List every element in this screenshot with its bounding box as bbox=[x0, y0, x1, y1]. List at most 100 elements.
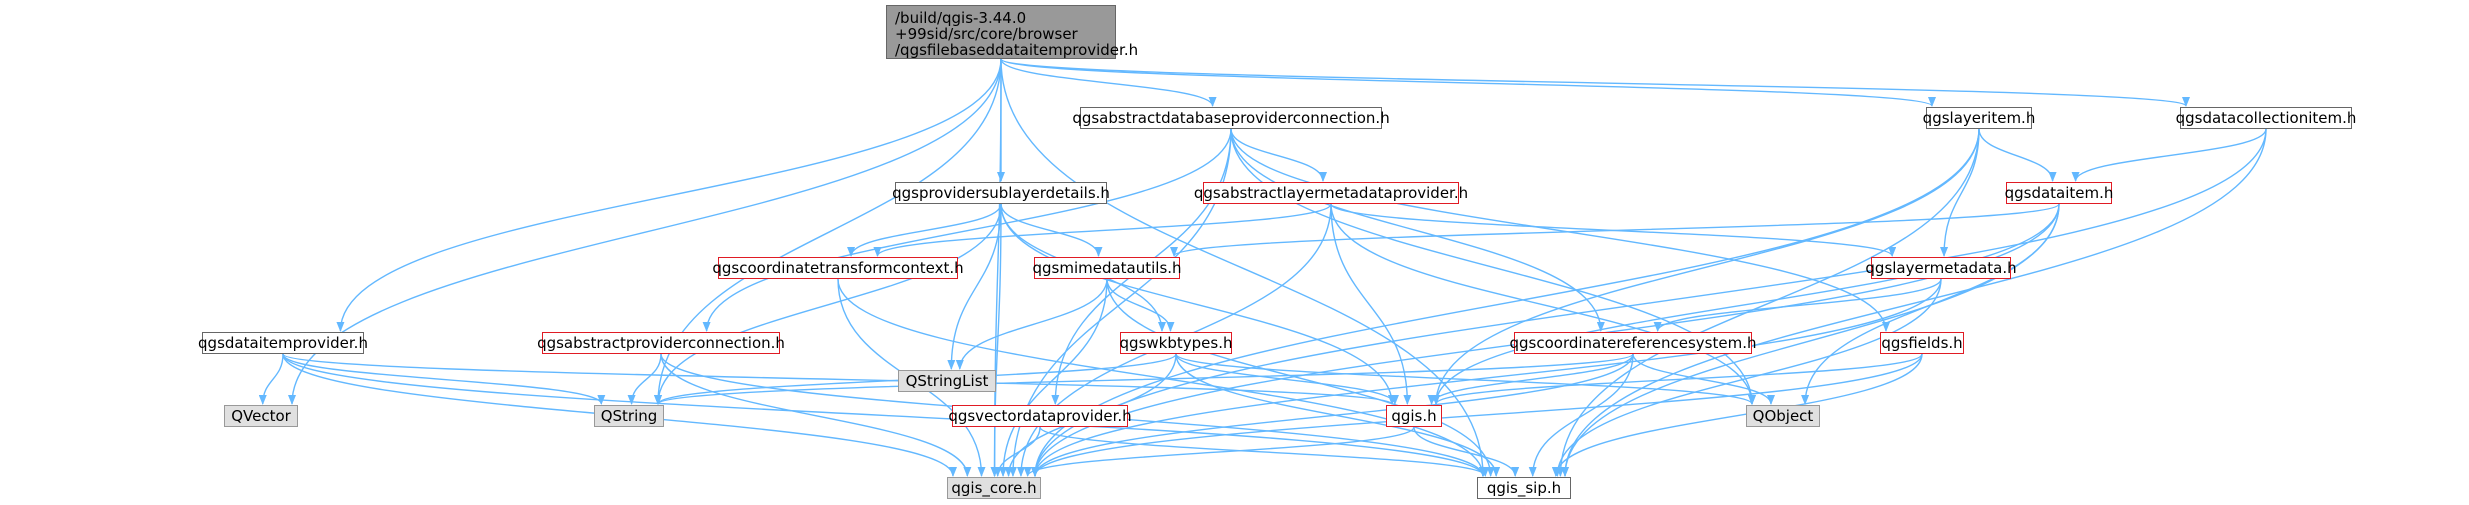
edge-root-to-qgsdatacollectionitem bbox=[1000, 58, 2190, 107]
node-label: qgis_sip.h bbox=[1486, 479, 1562, 497]
edge-qgsmimedatautils-to-qstringlist bbox=[955, 278, 1108, 370]
node-label: qgsabstractlayermetadataprovider.h bbox=[1193, 184, 1469, 202]
edge-qgsdataitem-to-qgsmimedatautils bbox=[1170, 203, 2060, 257]
edge-qgsabstractdatabaseproviderconnection-to-qgsabstractproviderconnection bbox=[702, 128, 1232, 332]
edge-qgsprovidersublayerdetails-to-qgsmimedatautils bbox=[1000, 203, 1103, 257]
node-qobject[interactable]: QObject bbox=[1746, 405, 1820, 427]
edge-qgsdataitem-to-qgis bbox=[1432, 203, 2060, 405]
edge-qgscoordinatereferencesystem-to-qstring bbox=[654, 353, 1634, 405]
node-qgsabstractproviderconnection[interactable]: qgsabstractproviderconnection.h bbox=[537, 332, 785, 354]
node-qgis-core[interactable]: qgis_core.h bbox=[947, 477, 1041, 499]
edge-qgslayeritem-to-qgslayermetadata bbox=[1940, 128, 1980, 257]
node-label: qgscoordinatereferencesystem.h bbox=[1509, 334, 1757, 352]
node-root[interactable]: /build/qgis-3.44.0 +99sid/src/core/brows… bbox=[886, 5, 1138, 59]
edge-qgsabstractdatabaseproviderconnection-to-qgsfields bbox=[1230, 128, 1890, 332]
node-qgsdatacollectionitem[interactable]: qgsdatacollectionitem.h bbox=[2176, 107, 2356, 129]
edge-qgsdataitemprovider-to-qgis_sip bbox=[282, 353, 1487, 477]
edge-qgsprovidersublayerdetails-to-qgis_core bbox=[990, 203, 1002, 477]
node-qgsprovidersublayerdetails[interactable]: qgsprovidersublayerdetails.h bbox=[892, 182, 1110, 204]
node-qgswkbtypes[interactable]: qgswkbtypes.h bbox=[1120, 332, 1232, 354]
edge-qgsabstractlayermetadataprovider-to-qgis bbox=[1330, 203, 1412, 405]
edge-qgslayermetadata-to-qgis_sip bbox=[1553, 278, 1942, 477]
node-label: qgsdatacollectionitem.h bbox=[2175, 109, 2357, 127]
node-label: QString bbox=[600, 407, 658, 425]
node-label: qgsvectordataprovider.h bbox=[948, 407, 1132, 425]
node-qstringlist[interactable]: QStringList bbox=[898, 370, 996, 392]
edge-qgscoordinatereferencesystem-to-qobject bbox=[1632, 353, 1775, 405]
node-qstring[interactable]: QString bbox=[594, 405, 664, 427]
edge-qgsfields-to-qgis_core bbox=[1031, 353, 1923, 477]
node-qgscoordinatetransformcontext[interactable]: qgscoordinatetransformcontext.h bbox=[712, 257, 964, 279]
edge-qgis-to-qgis_core bbox=[1023, 426, 1415, 477]
node-label: qgsmimedatautils.h bbox=[1032, 259, 1182, 277]
edge-qgsdataitem-to-qgis_sip bbox=[1561, 203, 2060, 477]
edge-qgsmimedatautils-to-qgswkbtypes bbox=[1106, 278, 1175, 332]
node-label: qgsprovidersublayerdetails.h bbox=[892, 184, 1110, 202]
node-label: qgsfields.h bbox=[1881, 334, 1963, 352]
edge-qgscoordinatereferencesystem-to-qgis_core bbox=[1031, 353, 1634, 477]
node-qgsabstractdatabaseproviderconnection[interactable]: qgsabstractdatabaseproviderconnection.h bbox=[1072, 107, 1390, 129]
node-qgsdataitemprovider[interactable]: qgsdataitemprovider.h bbox=[198, 332, 368, 354]
node-label: qgscoordinatetransformcontext.h bbox=[712, 259, 964, 277]
edge-qgsdataitemprovider-to-qstring bbox=[282, 353, 606, 405]
edge-qgsprovidersublayerdetails-to-qgscoordinatetransformcontext bbox=[847, 203, 1002, 257]
edge-qgsdataitemprovider-to-qgis bbox=[282, 353, 1396, 405]
edge-qgscoordinatetransformcontext-to-qgis_sip bbox=[837, 278, 1487, 477]
edge-qgsdatacollectionitem-to-qgsdataitem bbox=[2071, 128, 2267, 182]
edge-qgslayeritem-to-qgis bbox=[1432, 128, 1980, 405]
node-label: qgslayermetadata.h bbox=[1865, 259, 2017, 277]
edge-qgsabstractlayermetadataprovider-to-qgscoordinatetransformcontext bbox=[873, 203, 1332, 257]
node-label: qgis.h bbox=[1391, 407, 1437, 425]
edge-qgsdatacollectionitem-to-qgis_sip bbox=[1561, 128, 2267, 477]
edge-qgslayermetadata-to-qgscoordinatereferencesystem bbox=[1653, 278, 1942, 332]
node-label: qgsdataitemprovider.h bbox=[198, 334, 368, 352]
edge-root-to-qgsdataitemprovider bbox=[336, 58, 1002, 332]
edge-qgsdataitemprovider-to-qvector bbox=[258, 353, 284, 405]
node-label: qgslayeritem.h bbox=[1922, 109, 2036, 127]
node-qgscoordinatereferencesystem[interactable]: qgscoordinatereferencesystem.h bbox=[1510, 332, 1757, 354]
edge-qgsabstractproviderconnection-to-qstring bbox=[627, 353, 662, 405]
node-label: qgsdataitem.h bbox=[2004, 184, 2114, 202]
edge-qgsvectordataprovider-to-qgis_core bbox=[993, 426, 1041, 477]
edge-root-to-qgsabstractdatabaseproviderconnection bbox=[1000, 58, 1217, 107]
edge-qgsabstractdatabaseproviderconnection-to-qgsabstractlayermetadataprovider bbox=[1230, 128, 1327, 182]
edge-qgsabstractdatabaseproviderconnection-to-qobject bbox=[1230, 128, 1756, 405]
node-qgslayermetadata[interactable]: qgslayermetadata.h bbox=[1865, 257, 2017, 279]
edge-qgsfields-to-qgis_sip bbox=[1551, 353, 1923, 477]
edge-qgsvectordataprovider-to-qgis_sip bbox=[1039, 426, 1490, 477]
edge-root-to-qgis_sip bbox=[1000, 58, 1487, 477]
edge-qgswkbtypes-to-qgis bbox=[1175, 353, 1399, 405]
node-label: qgsabstractproviderconnection.h bbox=[537, 334, 785, 352]
node-qgis[interactable]: qgis.h bbox=[1386, 405, 1442, 427]
edge-qgsfields-to-qgis bbox=[1432, 353, 1923, 405]
node-qgsdataitem[interactable]: qgsdataitem.h bbox=[2004, 182, 2114, 204]
node-label: qgis_core.h bbox=[951, 479, 1037, 497]
node-qgis-sip[interactable]: qgis_sip.h bbox=[1477, 477, 1571, 499]
node-label: qgswkbtypes.h bbox=[1119, 334, 1233, 352]
node-label: qgsabstractdatabaseproviderconnection.h bbox=[1072, 109, 1390, 127]
node-qgsfields[interactable]: qgsfields.h bbox=[1880, 332, 1964, 354]
node-qgsabstractlayermetadataprovider[interactable]: qgsabstractlayermetadataprovider.h bbox=[1194, 182, 1468, 204]
edge-qgslayeritem-to-qgis_sip bbox=[1556, 128, 1980, 477]
node-label: /build/qgis-3.44.0 +99sid/src/core/brows… bbox=[895, 9, 1139, 59]
edge-qgslayeritem-to-qgsdataitem bbox=[1978, 128, 2057, 182]
edge-qgscoordinatereferencesystem-to-qgis_sip bbox=[1528, 353, 1634, 477]
node-qgsmimedatautils[interactable]: qgsmimedatautils.h bbox=[1032, 257, 1182, 279]
node-qgsvectordataprovider[interactable]: qgsvectordataprovider.h bbox=[948, 405, 1132, 427]
node-qvector[interactable]: QVector bbox=[224, 405, 298, 427]
edge-qgsprovidersublayerdetails-to-qgis bbox=[1000, 203, 1396, 405]
edge-qgsmimedatautils-to-qgis_core bbox=[999, 278, 1108, 477]
node-label: QObject bbox=[1752, 407, 1814, 425]
node-qgslayeritem[interactable]: qgslayeritem.h bbox=[1923, 107, 2035, 129]
edge-qgswkbtypes-to-qobject bbox=[1175, 353, 1756, 405]
edge-root-to-qgslayeritem bbox=[1000, 58, 1936, 107]
edge-qgsabstractlayermetadataprovider-to-qobject bbox=[1330, 203, 1756, 405]
node-label: QStringList bbox=[905, 372, 989, 390]
edge-qgslayermetadata-to-qgis_core bbox=[1031, 278, 1942, 477]
node-label: QVector bbox=[231, 407, 291, 425]
edge-qgsabstractdatabaseproviderconnection-to-qgscoordinatereferencesystem bbox=[1230, 128, 1605, 332]
edge-qgis-to-qgis_sip bbox=[1413, 426, 1520, 477]
edge-qgsmimedatautils-to-qgis_sip bbox=[1106, 278, 1495, 477]
edge-qgsabstractproviderconnection-to-qgis_core bbox=[660, 353, 972, 477]
